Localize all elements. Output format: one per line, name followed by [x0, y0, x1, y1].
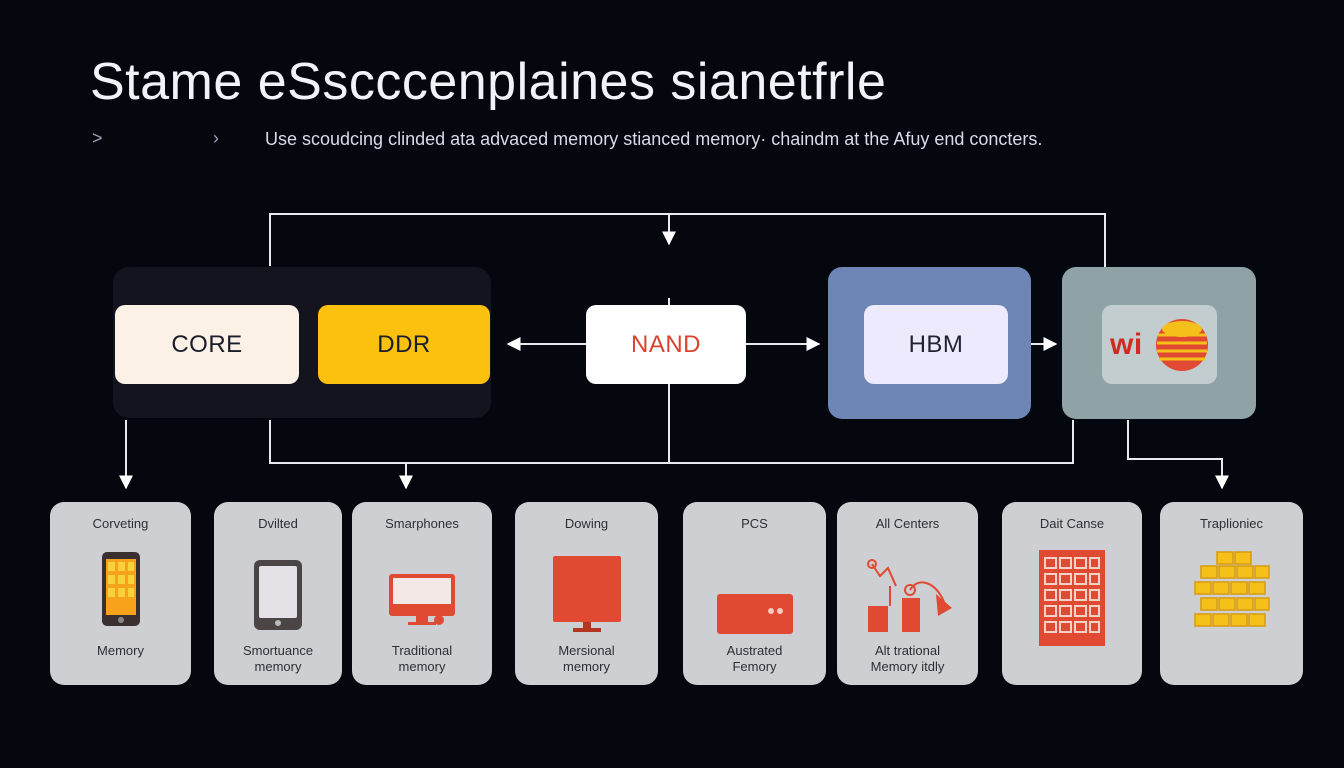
card-traplioniec[interactable]: Traplioniec	[1160, 502, 1303, 685]
card-title: Dait Canse	[1039, 516, 1105, 531]
monitor-icon	[352, 546, 492, 638]
smartphone-icon	[50, 546, 191, 638]
card-title: Dowing	[564, 516, 609, 531]
tablet-icon	[214, 546, 342, 638]
bottom-bus-line	[269, 420, 1074, 464]
gold-cubes-icon	[1160, 546, 1303, 638]
ddr-node[interactable]: DDR	[318, 305, 490, 384]
nand-node[interactable]: NAND	[586, 305, 746, 384]
page-subtitle: Use scoudcing clinded ata advaced memory…	[265, 129, 1043, 149]
striped-sphere-icon	[1156, 319, 1208, 371]
core-node[interactable]: CORE	[115, 305, 299, 384]
page-title: Stame eSscccenplaines sianetfrle	[90, 53, 887, 111]
memory-stick-icon	[683, 546, 826, 638]
card-title: Dvilted	[258, 516, 298, 531]
card-corveting[interactable]: Corveting Memory	[50, 502, 191, 685]
card-title: Corveting	[92, 516, 149, 531]
top-loop-line	[269, 213, 1106, 267]
wi-drop-arrow	[1127, 420, 1229, 490]
breadcrumb-chevron: ›	[213, 128, 219, 148]
card-caption: Memory	[97, 643, 144, 658]
card-dait-canse[interactable]: Dait Canse	[1002, 502, 1142, 685]
server-grid-icon	[1002, 546, 1142, 646]
card-title: All Centers	[875, 516, 940, 531]
hbm-node[interactable]: HBM	[864, 305, 1008, 384]
wi-logo-text: wi	[1110, 328, 1143, 361]
network-flow-icon	[837, 546, 978, 638]
card-title: Traplioniec	[1199, 516, 1264, 531]
wi-node[interactable]: wi	[1102, 305, 1217, 384]
card-title: Smarphones	[385, 516, 459, 531]
display-icon	[515, 546, 658, 638]
breadcrumb-arrow: >	[92, 128, 103, 148]
card-title: PCS	[741, 516, 768, 531]
